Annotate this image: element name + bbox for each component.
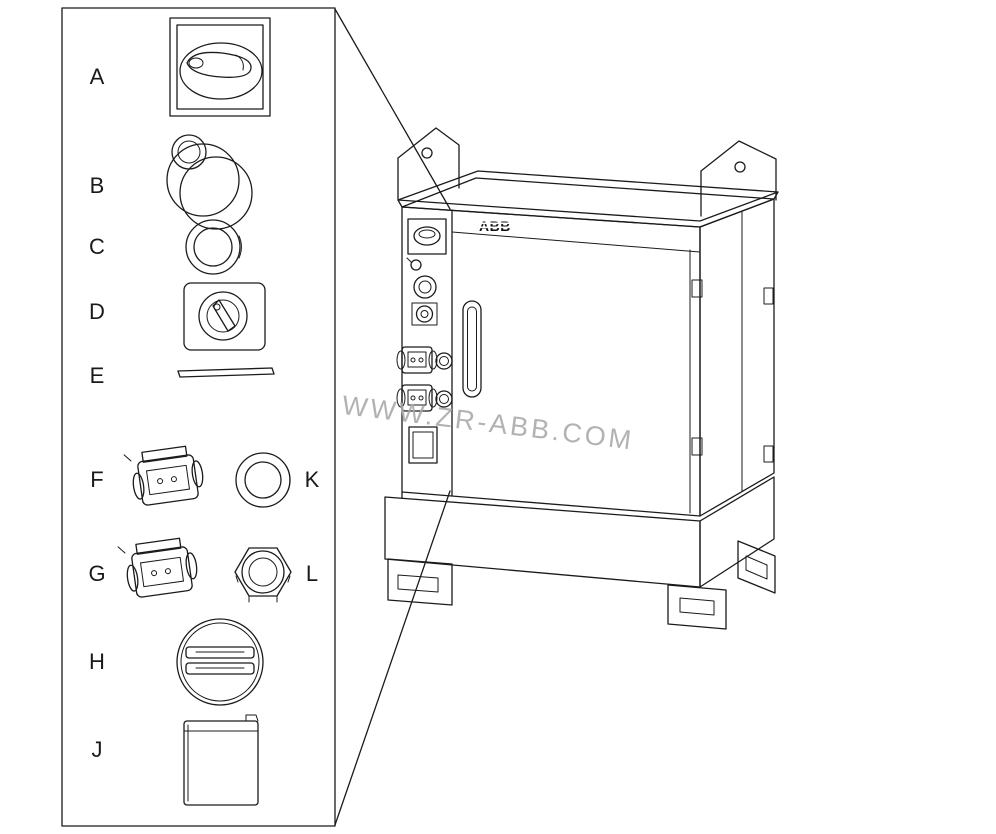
abb-logo: ABB: [478, 218, 514, 234]
part-e-strip: [177, 367, 275, 378]
cabinet-roof-rim: [397, 170, 779, 222]
panel-bushing-lower: [435, 390, 453, 408]
service-outlet: [408, 426, 438, 464]
lifting-bracket-left: [397, 127, 460, 200]
part-label-l: L: [306, 561, 318, 586]
part-label-e: E: [90, 363, 105, 388]
foot-rear-right: [737, 540, 776, 594]
parts-callout-panel: A B C D E F G H J K L: [61, 7, 336, 827]
cabinet-right-face: [699, 198, 775, 517]
part-label-g: G: [88, 561, 105, 586]
door-handle: [462, 300, 482, 398]
base-skirt-right: [699, 476, 775, 588]
part-c-ring: [185, 219, 242, 275]
part-label-j: J: [92, 737, 103, 762]
lifting-bracket-right: [700, 140, 777, 217]
cabinet-front-face: [401, 206, 701, 517]
part-j-cover-flap: [183, 714, 259, 806]
foot-front-left: [387, 558, 453, 606]
panel-border: [61, 7, 336, 827]
emergency-stop-button: [413, 275, 437, 299]
panel-bushing-upper: [435, 352, 453, 370]
part-label-b: B: [90, 173, 105, 198]
part-b-protective-cap: [166, 134, 253, 230]
part-label-d: D: [89, 299, 105, 324]
part-label-f: F: [90, 467, 103, 492]
panel-connector-lower: [396, 384, 438, 412]
part-label-a: A: [90, 64, 105, 89]
main-switch: [407, 218, 447, 255]
mode-selector: [411, 302, 438, 326]
part-g-connector: [117, 537, 198, 598]
panel-connector-upper: [396, 346, 438, 374]
rear-hinge-upper: [763, 287, 774, 305]
abb-logo-text: ABB: [479, 218, 511, 234]
part-l-gland-nut: [234, 547, 292, 603]
door-hinge-upper: [691, 279, 703, 298]
door-top-rail: [451, 231, 701, 253]
rear-hinge-lower: [763, 445, 774, 463]
part-d-key-switch: [183, 282, 266, 351]
part-label-k: K: [305, 467, 320, 492]
part-f-connector: [123, 445, 204, 506]
part-h-cover: [176, 618, 264, 706]
callout-line-top: [334, 8, 451, 210]
part-a-rotary-switch: [169, 17, 271, 117]
cabinet-drawing: ABB: [384, 127, 779, 630]
key-indicator: [410, 259, 422, 271]
cabinet-control-panel: [396, 218, 453, 464]
callout-line-bottom: [334, 490, 451, 826]
part-k-bushing: [235, 452, 291, 508]
part-label-h: H: [89, 649, 105, 674]
foot-front-right: [667, 584, 727, 630]
door-hinge-lower: [691, 437, 703, 456]
part-label-c: C: [89, 234, 105, 259]
